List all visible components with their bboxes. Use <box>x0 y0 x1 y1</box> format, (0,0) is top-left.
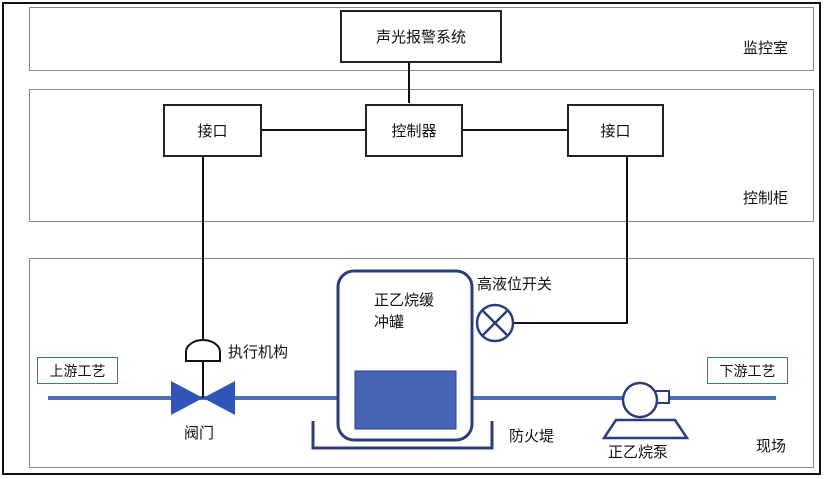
downstream-tag: 下游工艺 <box>707 357 788 384</box>
level-switch-cross-b <box>481 309 509 337</box>
tank-label-line2: 冲罐 <box>374 313 405 331</box>
tank-label-line1: 正乙烷缓 <box>374 291 435 309</box>
wire-interface-level-switch <box>514 157 628 324</box>
tank-liquid <box>354 370 457 430</box>
interface-right-box: 接口 <box>567 104 664 157</box>
valve-icon-right <box>203 381 235 415</box>
pump-icon <box>621 381 659 419</box>
firewall-label: 防火堤 <box>509 427 555 445</box>
interface-left-box: 接口 <box>163 104 262 157</box>
upstream-tag: 上游工艺 <box>37 357 118 384</box>
controller-box: 控制器 <box>365 104 463 157</box>
pump-base <box>601 418 690 440</box>
pump-label: 正乙烷泵 <box>608 443 669 461</box>
alarm-system-box: 声光报警系统 <box>340 10 502 63</box>
zone-label-monitor-room: 监控室 <box>743 39 789 57</box>
firewall-bund <box>311 421 494 450</box>
valve-icon <box>171 381 203 415</box>
valve-label: 阀门 <box>184 424 215 442</box>
zone-label-control-cabinet: 控制柜 <box>743 189 789 207</box>
actuator-icon <box>185 339 221 362</box>
high-level-switch-label: 高液位开关 <box>477 275 553 293</box>
actuator-label: 执行机构 <box>228 343 289 361</box>
zone-label-field: 现场 <box>756 437 787 455</box>
